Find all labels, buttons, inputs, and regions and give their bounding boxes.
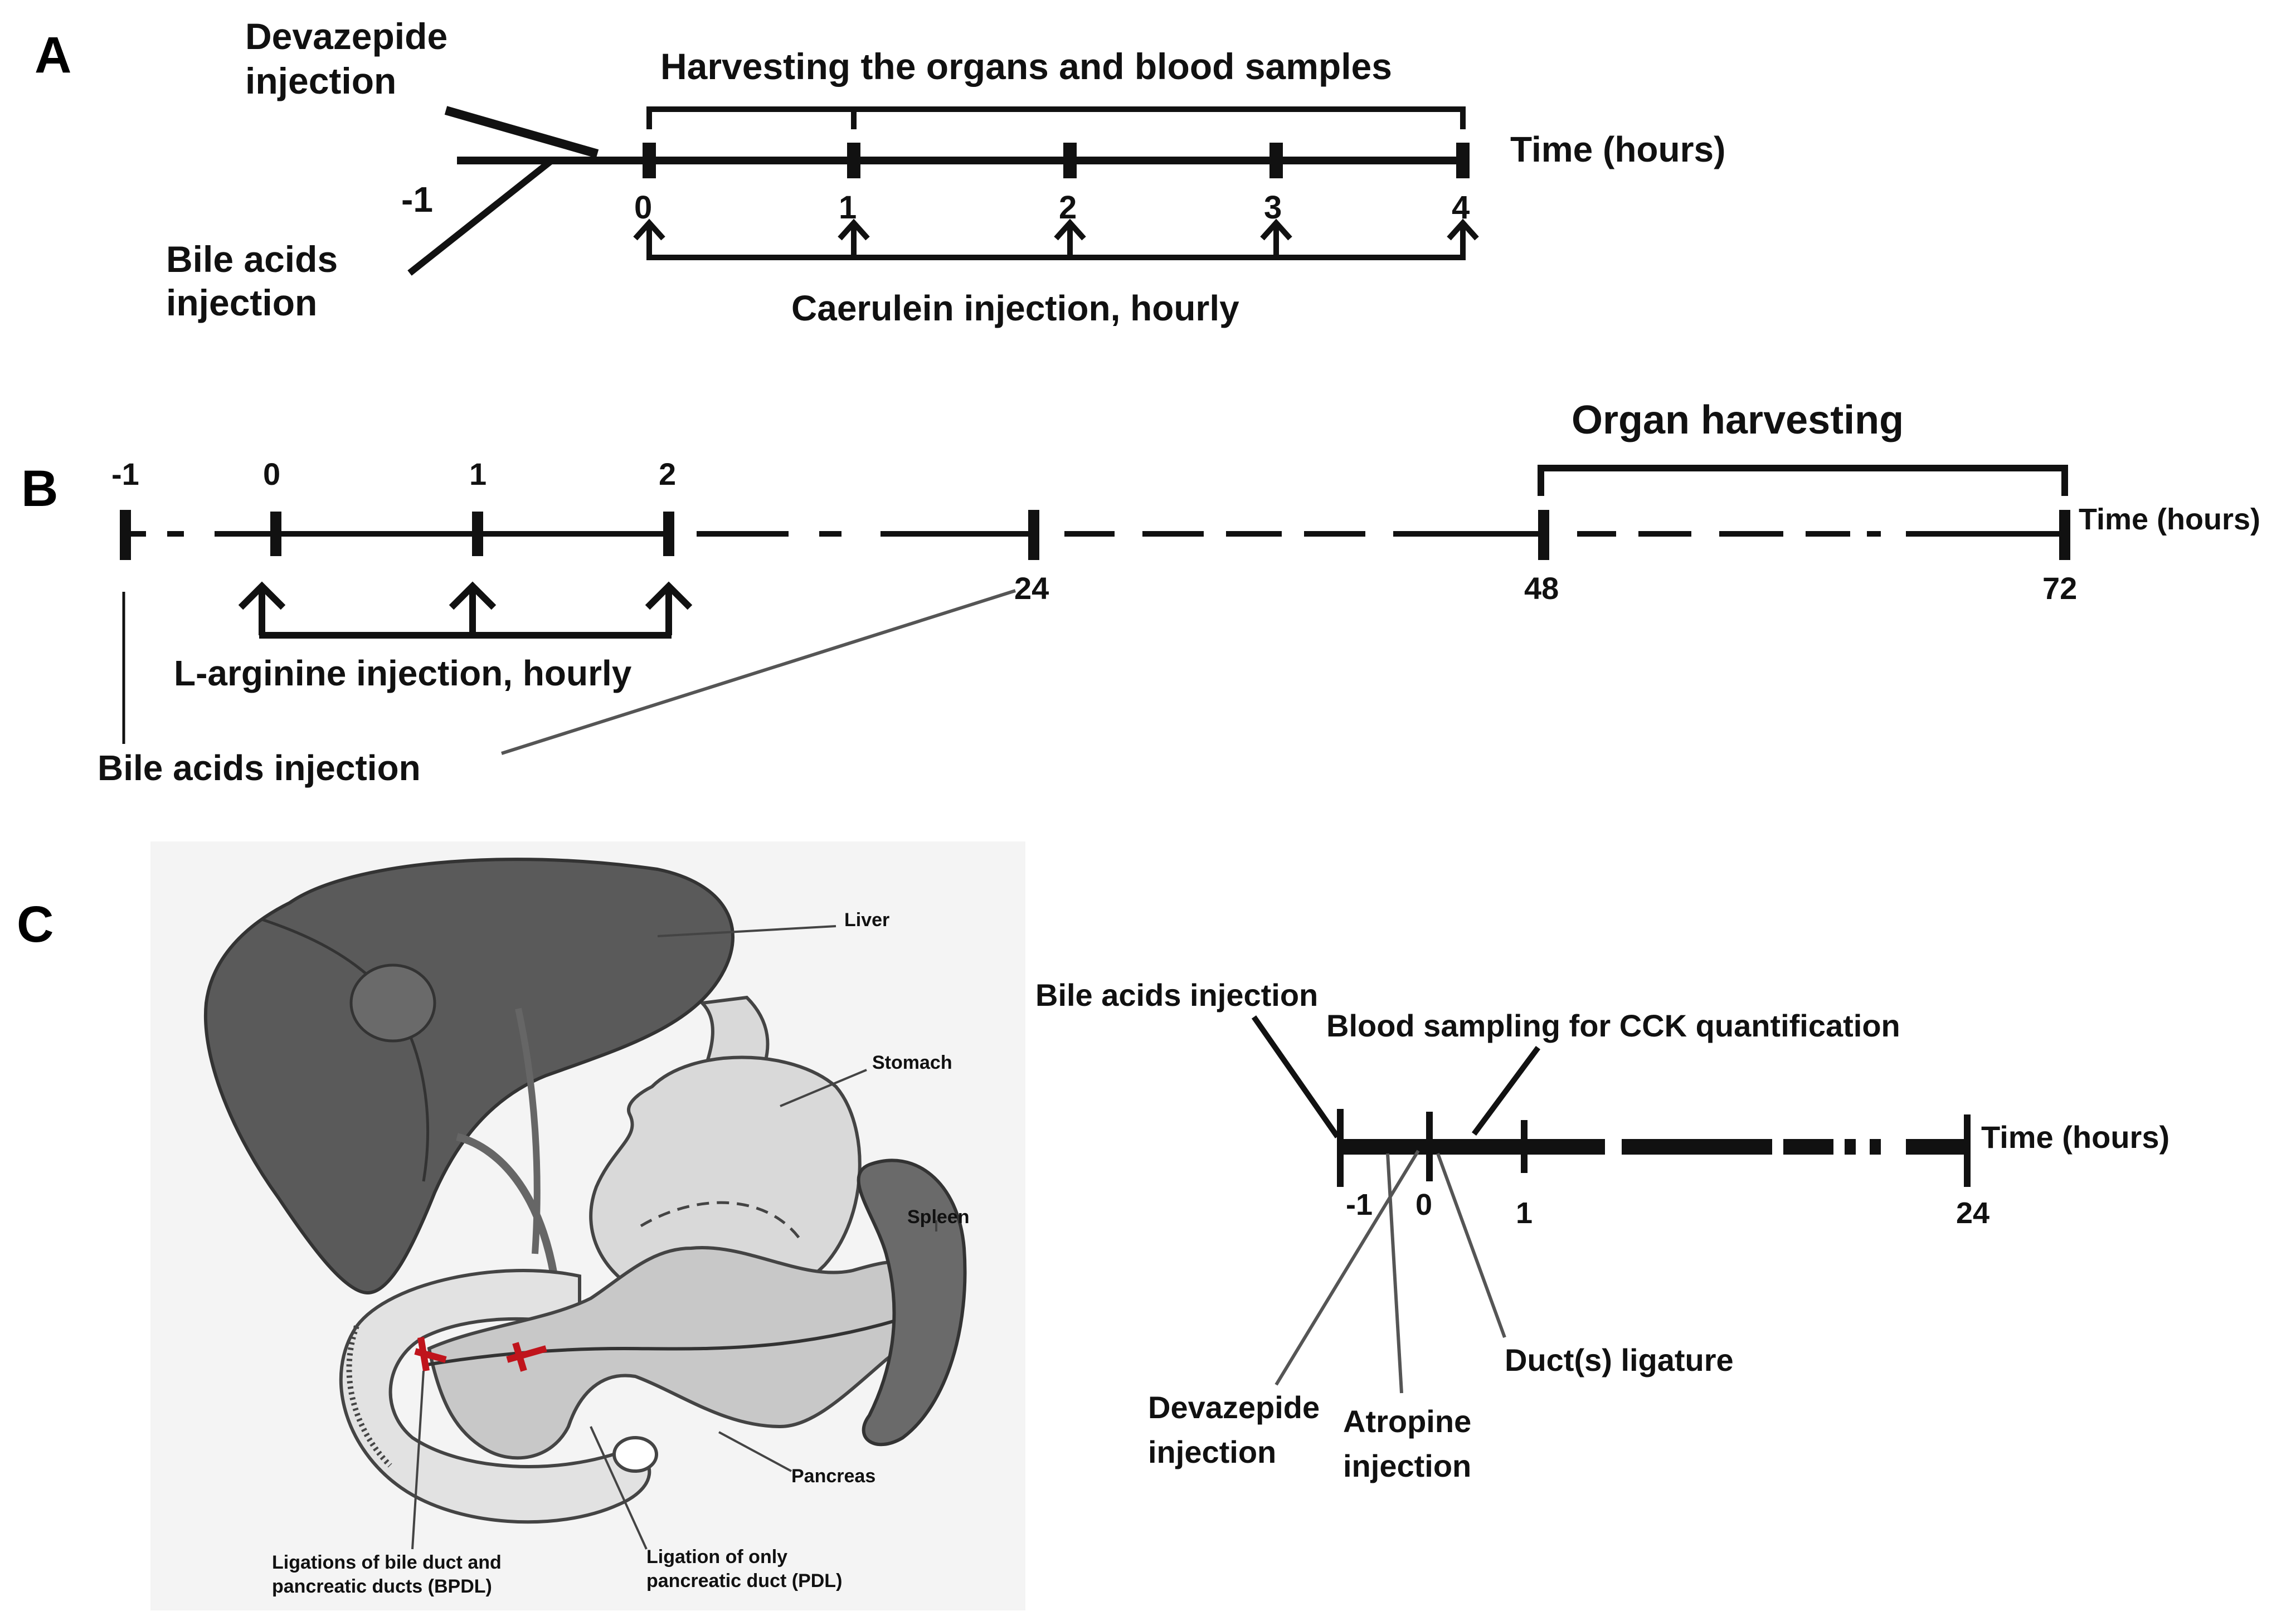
minus-one-label: -1 bbox=[401, 179, 433, 220]
tick-label-minus1: -1 bbox=[111, 456, 139, 491]
bile-acids-label-c: Bile acids injection bbox=[1035, 977, 1318, 1013]
tick-label-1: 1 bbox=[469, 456, 487, 491]
ticks-a bbox=[643, 143, 1470, 178]
anatomy-leaders bbox=[411, 925, 937, 1550]
bile-acids-line bbox=[407, 158, 554, 276]
pdl-leader bbox=[590, 1426, 648, 1550]
bpdl-label-line1: Ligations of bile duct and bbox=[272, 1552, 502, 1573]
spleen-label: Spleen bbox=[907, 1206, 969, 1228]
devazepide-label-line1: Devazepide bbox=[245, 16, 447, 57]
pdl-label-line2: pancreatic duct (PDL) bbox=[646, 1570, 842, 1591]
bile-acids-label-line2: injection bbox=[166, 282, 317, 323]
atropine-pointer bbox=[1386, 1153, 1403, 1394]
bile-acids-label-b: Bile acids injection bbox=[98, 748, 421, 788]
arrow-0 bbox=[238, 581, 286, 635]
harvest-title: Harvesting the organs and blood samples bbox=[660, 46, 1392, 87]
bile-acids-label-line1: Bile acids bbox=[166, 238, 338, 280]
devazepide-label-c-line1: Devazepide bbox=[1148, 1390, 1320, 1425]
devazepide-label-line2: injection bbox=[245, 60, 396, 101]
devazepide-line bbox=[444, 106, 599, 158]
spleen bbox=[857, 1159, 967, 1447]
panel-label-a: A bbox=[35, 27, 71, 84]
bpdl-label-line2: pancreatic ducts (BPDL) bbox=[272, 1576, 492, 1597]
bpdl-leader bbox=[411, 1370, 425, 1550]
harvest-bracket bbox=[646, 106, 1466, 129]
vessel bbox=[515, 1007, 541, 1254]
arrow-1 bbox=[449, 581, 497, 635]
panel-c: C bbox=[17, 841, 2169, 1610]
pdl-label-line1: Ligation of only bbox=[646, 1546, 787, 1568]
panel-b: B -1 0 1 2 bbox=[21, 398, 2260, 788]
ticks-c bbox=[1337, 1109, 1971, 1187]
ticks-b bbox=[120, 510, 2070, 560]
blood-sampling-pointer bbox=[1471, 1046, 1541, 1136]
blood-sampling-label: Blood sampling for CCK quantification bbox=[1326, 1008, 1900, 1043]
duct-ligature-label: Duct(s) ligature bbox=[1505, 1342, 1734, 1378]
devazepide-label-c-line2: injection bbox=[1148, 1434, 1276, 1469]
tick-label-24: 24 bbox=[1014, 571, 1049, 606]
stomach-label: Stomach bbox=[872, 1052, 952, 1073]
ligature-pointer bbox=[1436, 1152, 1506, 1338]
stomach-leader bbox=[780, 1069, 867, 1107]
arrow-3 bbox=[1260, 218, 1292, 257]
tick-label-3: 3 bbox=[1264, 189, 1282, 226]
pancreas-label: Pancreas bbox=[791, 1466, 875, 1487]
injection-pointers bbox=[1275, 1150, 1506, 1394]
tick-label-0: 0 bbox=[1415, 1188, 1432, 1221]
vessel-cut bbox=[612, 1436, 658, 1473]
liver-leader bbox=[657, 925, 836, 937]
devazepide-pointer bbox=[1275, 1150, 1420, 1386]
tick-label-2: 2 bbox=[1059, 189, 1077, 226]
panel-label-b: B bbox=[21, 460, 58, 517]
tick-label-72: 72 bbox=[2042, 571, 2077, 606]
stomach-dashed-line bbox=[640, 1201, 804, 1244]
duodenum-folds bbox=[346, 1325, 392, 1468]
tick-label-2: 2 bbox=[659, 456, 676, 491]
pancreas bbox=[427, 1246, 940, 1460]
bile-acids-diagonal-line bbox=[501, 589, 1016, 755]
time-label-b: Time (hours) bbox=[2079, 503, 2260, 536]
caerulein-label: Caerulein injection, hourly bbox=[791, 288, 1239, 328]
larginine-label: L-arginine injection, hourly bbox=[174, 653, 632, 693]
pancreatic-duct bbox=[423, 1313, 914, 1367]
arrow-2 bbox=[1054, 218, 1086, 257]
tick-label-minus1: -1 bbox=[1346, 1188, 1373, 1221]
organ-harvesting-bracket bbox=[1538, 465, 2068, 496]
caerulein-arrows bbox=[633, 218, 1479, 260]
panel-a: A Devazepide injection Bile acids inject… bbox=[35, 16, 1725, 328]
arrow-1 bbox=[838, 218, 870, 257]
arrow-2 bbox=[645, 581, 693, 635]
liver-label: Liver bbox=[844, 909, 889, 931]
pancreas-leader bbox=[718, 1431, 792, 1472]
bile-acids-pointer bbox=[1251, 1015, 1340, 1138]
atropine-label-line1: Atropine bbox=[1343, 1404, 1471, 1439]
arrow-4 bbox=[1447, 218, 1479, 257]
arrow-0 bbox=[633, 218, 665, 257]
gallbladder bbox=[349, 963, 436, 1043]
ligature-pdl bbox=[506, 1342, 547, 1372]
ligature-marks bbox=[414, 1337, 547, 1372]
panel-label-c: C bbox=[17, 896, 53, 953]
time-label-a: Time (hours) bbox=[1510, 129, 1725, 169]
tick-label-48: 48 bbox=[1524, 571, 1559, 606]
tick-label-1: 1 bbox=[1516, 1196, 1533, 1230]
bile-duct bbox=[456, 1133, 561, 1299]
organ-harvesting-title: Organ harvesting bbox=[1572, 398, 1904, 442]
larginine-arrows bbox=[238, 581, 693, 639]
tick-label-24: 24 bbox=[1956, 1196, 1989, 1230]
ligature-bpdl bbox=[414, 1337, 447, 1371]
tick-label-0: 0 bbox=[263, 456, 280, 491]
tick-label-4: 4 bbox=[1452, 189, 1470, 226]
atropine-label-line2: injection bbox=[1343, 1448, 1471, 1483]
time-label-c: Time (hours) bbox=[1981, 1119, 2169, 1155]
